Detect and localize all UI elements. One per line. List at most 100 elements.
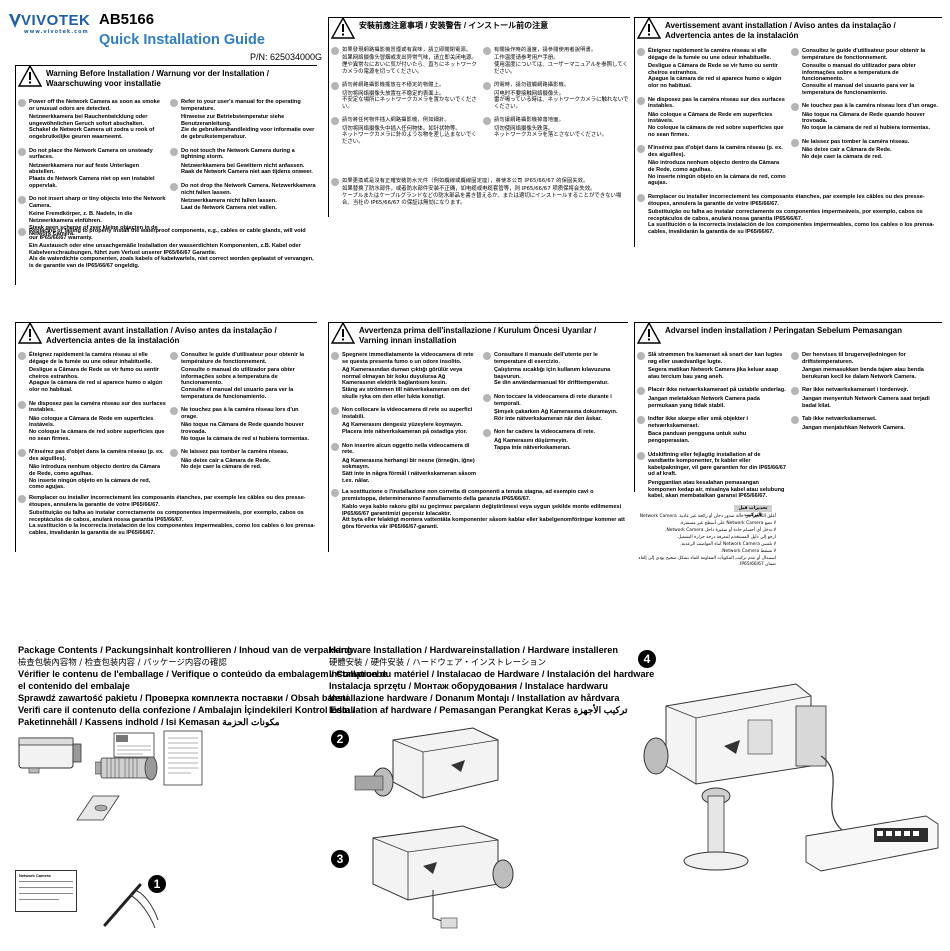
warning-bullet-icon [791, 103, 799, 112]
model-number: AB5166 [99, 11, 155, 28]
warning-item-headline: Spegnere immediatamente la videocamera d… [342, 352, 474, 365]
warning-bullet-icon [637, 387, 645, 396]
warning-item-headline: Non far cadere la videocamera di rete. [494, 429, 596, 436]
warning-bullet-icon [483, 393, 491, 402]
warning-item-detail: Netzwerkkamera bei Rauchentwicklung oder… [29, 114, 155, 140]
warning-item-headline: Rør ikke netværkskameraet i tordenvejr. [802, 387, 909, 394]
warning-bullet-icon [331, 117, 339, 126]
warning-item: Do not place the Network Camera on unste… [18, 147, 166, 190]
warning-bullet-icon [331, 489, 339, 497]
hardware-illustrations: 2 3 [325, 720, 625, 945]
manual-icon [163, 730, 203, 786]
warning-item-headline: Do not place the Network Camera on unste… [29, 147, 153, 161]
warning-triangle-icon [18, 65, 42, 87]
warning-item-detail: Penggantian atau kesalahan pemasangan ko… [648, 479, 785, 500]
warranty-warning-detail: Substituição ou falha ao instalar correc… [648, 209, 935, 235]
warning-item: Non toccare la videocamera di rete duran… [483, 393, 627, 422]
warning-box-fr-mid: Avertissement avant installation / Aviso… [15, 322, 317, 552]
warning-bullet-icon [18, 147, 26, 156]
arabic-warning-line: لا تضع Network Camera على أسطح غير مستقر… [679, 521, 776, 526]
warning-item-detail: 闪电时不要接触网络摄像头。 雷が鳴っている時は、ネットワークカメラに触れないでく… [494, 90, 629, 110]
warning-bullet-icon [483, 429, 491, 438]
heading-line: Installation af hardware / Pemasangan Pe… [329, 705, 628, 715]
warning-item: Éteignez rapidement la caméra réseau si … [18, 352, 166, 394]
warning-bullet-icon [18, 449, 26, 458]
warning-item-headline: Slå strømmen fra kameraet så snart der k… [648, 352, 783, 365]
warning-item-detail: Ağ Kamerasını düşürmeyin. Tappa inte nät… [494, 437, 571, 451]
warranty-warning: Replacing or failing to properly install… [18, 228, 316, 277]
camera-mount-icon [372, 825, 514, 929]
warning-item-detail: Não toque na Câmara de Rede quando houve… [802, 111, 931, 131]
warning-item-headline: Non collocare la videocamera di rete su … [342, 407, 473, 420]
warning-box-en: Warning Before Installation / Warnung vo… [15, 65, 317, 285]
warning-bullet-icon [170, 352, 178, 360]
warning-item: Non collocare la videocamera di rete su … [331, 407, 479, 435]
warning-item: Spegnere immediatamente la videocamera d… [331, 352, 479, 400]
warning-item: Udskiftning eller fejlagtig installation… [637, 451, 787, 500]
warning-bullet-icon [791, 416, 799, 425]
warning-item: Consultez le guide d'utilisateur pour ob… [170, 352, 316, 400]
warranty-card-icon [113, 732, 155, 758]
warning-item-headline: 如果發現網路攝影機冒煙或有異味，請立即關閉電源。 [342, 47, 472, 53]
logo-mark-icon [9, 14, 21, 28]
warning-item: Do not drop the Network Camera. Netzwerk… [170, 182, 316, 211]
warning-item-detail: Şimşek çakarken Ağ Kamerasına dokunmayın… [494, 409, 618, 422]
brand-name: VIVOTEK [21, 12, 91, 29]
warning-column-left: Spegnere immediatamente la videocamera d… [331, 352, 479, 491]
heading-line: 硬體安裝 / 硬件安装 / ハードウェア・インストレーション [329, 657, 546, 667]
heading-line: Installazione hardware / Donanım Montajı… [329, 693, 620, 703]
warning-column-right: 有關操作時的溫度，請參閱使用者說明書。工作温度请参考用户手册。 使用温度について… [483, 47, 629, 146]
warning-bullet-icon [791, 48, 799, 56]
heading-line: el contenido del embalaje [18, 681, 130, 691]
arabic-warning-line: أغلق الكاميرا في حالة صدور دخان أو رائحة… [639, 514, 776, 519]
warning-item-headline: 請勿將任何物件插入網路攝影機，例如細針。 [342, 117, 450, 124]
warning-item-headline: Refer to your user's manual for the oper… [181, 99, 301, 112]
warning-item: 閃電時，請勿碰觸網路攝影機。闪电时不要接触网络摄像头。 雷が鳴っている時は、ネッ… [483, 82, 629, 110]
warning-item-headline: Placér ikke netværkskameraet på ustabile… [648, 387, 786, 394]
warning-bullet-icon [483, 352, 491, 360]
warning-box-it: Avvertenza prima dell'installazione / Ku… [328, 322, 628, 552]
warning-item-headline: Ne disposez pas la caméra réseau sur des… [29, 400, 166, 414]
warning-column-left: Power off the Network Camera as soon as … [18, 99, 166, 245]
warning-item-detail: Consulte o manual do utilizador para obt… [802, 63, 916, 96]
warning-item-detail: Não coloque a Câmara de Rede em superfíc… [648, 111, 784, 138]
warning-item-detail: Não deixe cair a Câmara de Rede. No deje… [802, 147, 892, 160]
step-4-illustration: 4 [636, 648, 941, 888]
warranty-warning: La sostituzione o l'installazione non co… [331, 489, 627, 538]
warning-bullet-icon [170, 147, 178, 156]
warning-item-detail: Ağ Kamerasını dengesiz yüzeylere koymayı… [342, 422, 467, 435]
heading-line: Hardware Installation / Hardwareinstalla… [329, 645, 618, 655]
heading-line: Instalacja sprzętu / Монтаж оборудования… [329, 681, 609, 691]
warning-item-detail: Hinweise zur Betriebstemperatur siehe Be… [181, 114, 315, 140]
warning-item-detail: Consulte o manual do utilizador para obt… [181, 367, 295, 400]
warning-item-headline: Éteignez rapidement la caméra réseau si … [29, 352, 153, 365]
warranty-warning-headline: Replacing or failing to properly install… [29, 228, 306, 241]
warning-item-headline: Éteignez rapidement la caméra réseau si … [648, 48, 772, 61]
arabic-warning-line: لا تدخل أي أجسام حادة أو صغيرة داخل Netw… [665, 528, 776, 533]
warning-item-detail: Não toque na Câmara de Rede quando houve… [181, 422, 310, 442]
arabic-warning-line: لا تسقط Network Camera. [720, 549, 776, 554]
arabic-warning-title: تحذيرات قبل التركيب [734, 505, 772, 518]
warning-item: Power off the Network Camera as soon as … [18, 99, 166, 141]
warning-bullet-icon [331, 352, 339, 360]
heading-line: Verifi care il contenuto della confezion… [18, 705, 356, 715]
warning-item-detail: Baca panduan pengguna untuk suhu pengope… [648, 431, 747, 444]
warning-item-detail: Ağ Kamerasına herhangi bir nesne (örneği… [342, 457, 476, 484]
package-contents-heading: Package Contents / Packungsinhalt kontro… [18, 644, 387, 728]
warning-item: Placér ikke netværkskameraet på ustabile… [637, 387, 787, 409]
warning-item-headline: Der henvises til brugervejledningen for … [802, 352, 906, 365]
warning-item: Ne laissez pas tomber la caméra réseau.N… [791, 138, 941, 161]
warning-bullet-icon [331, 442, 339, 451]
warning-bullet-icon [483, 82, 491, 91]
warranty-warning: Remplacer ou installer incorrectement le… [637, 194, 941, 243]
warning-item: Ne touchez pas à la caméra réseau lors d… [170, 407, 316, 442]
warning-column-right: Refer to your user's manual for the oper… [170, 99, 316, 218]
warranty-warning-headline: Remplacer ou installer incorrectement le… [29, 495, 306, 508]
lens-icon [95, 755, 158, 781]
camera-lens-attach-icon [354, 727, 499, 799]
warning-item-detail: Jangan memasukkan benda tajam atau benda… [802, 367, 924, 380]
warning-item-detail: 如果网络摄像头冒烟或发出异常气味，请立即关闭电源。 煙や異常なにおいに気が付いた… [342, 55, 477, 75]
warning-column-right: Consultez le guide d'utilisateur pour ob… [791, 48, 941, 167]
warning-item: Non far cadere la videocamera di rete.Ağ… [483, 429, 627, 451]
warning-item-detail: Netzwerkkamera nicht fallen lassen. Laat… [181, 198, 277, 211]
